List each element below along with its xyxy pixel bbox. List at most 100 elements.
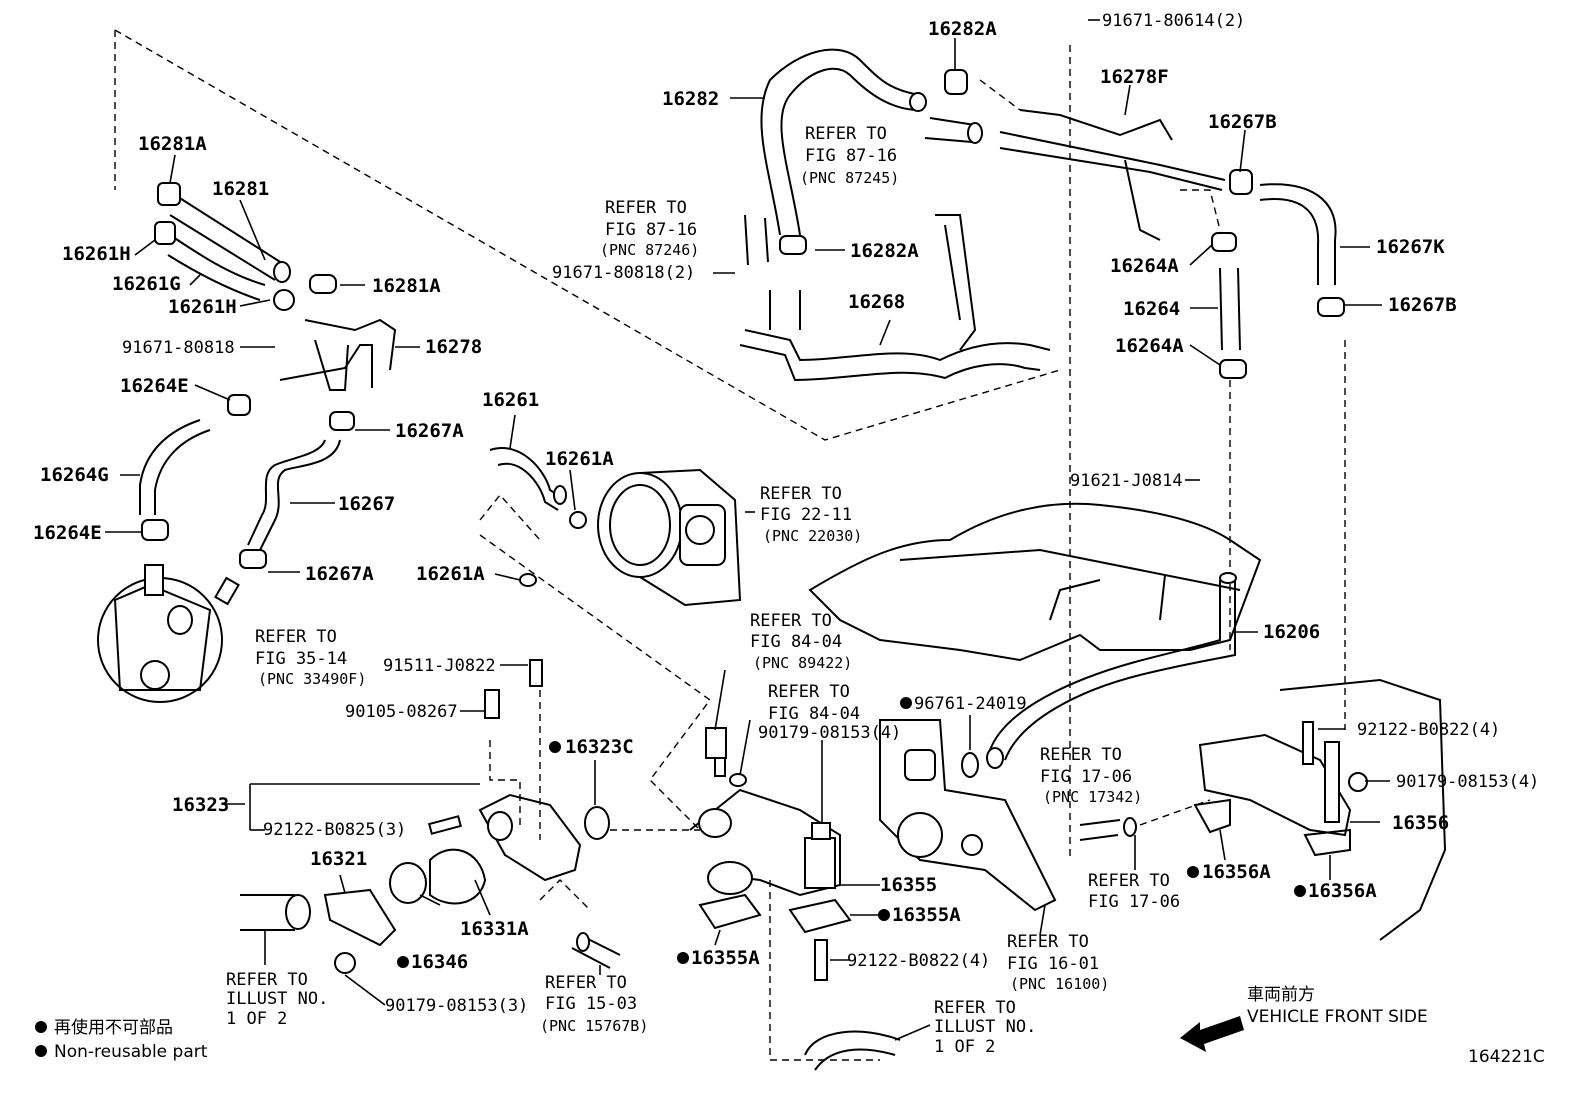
part-label: 16356A (1202, 861, 1271, 883)
svg-text:FIG 15-03: FIG 15-03 (545, 994, 637, 1014)
non-reusable-dot (35, 1045, 47, 1057)
part-label: 16264E (33, 522, 102, 544)
svg-text:(PNC 16100): (PNC 16100) (1010, 975, 1109, 993)
upper-hose-assembly (739, 48, 1345, 382)
svg-text:(PNC 33490F): (PNC 33490F) (258, 670, 366, 688)
part-label: 16261A (545, 448, 614, 470)
svg-text:FIG 84-04: FIG 84-04 (750, 632, 842, 652)
svg-text:REFER TO: REFER TO (226, 970, 308, 990)
svg-text:ILLUST NO.: ILLUST NO. (934, 1017, 1036, 1037)
part-label: 16267A (395, 420, 464, 442)
part-label: 16355 (880, 874, 937, 896)
part-label: 16278F (1100, 66, 1169, 88)
part-label: 91671-80614(2) (1102, 11, 1245, 31)
part-label: 91621-J0814 (1070, 471, 1183, 491)
part-label: 92122-B0825(3) (263, 820, 406, 840)
svg-text:1 OF 2: 1 OF 2 (226, 1009, 287, 1029)
part-label: 16281A (372, 275, 441, 297)
part-label: 16281 (212, 178, 269, 200)
refer-fig-17-06-b: REFER TO FIG 17-06 (1088, 871, 1180, 912)
svg-text:FIG 16-01: FIG 16-01 (1007, 954, 1099, 974)
non-reusable-dot (549, 741, 561, 753)
part-label: 90179-08153(3) (385, 996, 528, 1016)
part-label: 16323C (565, 736, 634, 758)
part-label: 16331A (460, 918, 529, 940)
part-label: 16355A (691, 947, 760, 969)
part-label: 16261H (168, 296, 237, 318)
refer-fig-87-16-a: REFER TO FIG 87-16 (PNC 87245) (800, 124, 899, 187)
refer-fig-84-04-b: REFER TO FIG 84-04 (768, 682, 860, 724)
refer-fig-17-06-a: REFER TO FIG 17-06 (PNC 17342) (1040, 745, 1142, 806)
part-label: 16261H (62, 243, 131, 265)
non-reusable-dot (1294, 885, 1306, 897)
part-label: 16267B (1208, 111, 1277, 133)
part-label: 90105-08267 (345, 702, 458, 722)
non-reusable-markers (35, 697, 1306, 1057)
dashed-group-outlines (114, 29, 1346, 1061)
part-label: 16356A (1308, 880, 1377, 902)
part-labels: 16282A 91671-80614(2) 16282 16278F 16267… (33, 11, 1539, 1016)
svg-text:REFER TO: REFER TO (768, 682, 850, 702)
part-label: 16267K (1376, 236, 1445, 258)
part-label: 16264E (120, 375, 189, 397)
non-reusable-dot (1187, 866, 1199, 878)
refer-fig-22-11: REFER TO FIG 22-11 (PNC 22030) (760, 484, 862, 545)
legend: 再使用不可部品 Non-reusable part (54, 1017, 208, 1062)
svg-text:REFER TO: REFER TO (750, 611, 832, 631)
leader-lines (105, 19, 1390, 1041)
part-label: 16282 (662, 88, 719, 110)
svg-text:FIG 17-06: FIG 17-06 (1088, 892, 1180, 912)
svg-text:(PNC 87245): (PNC 87245) (800, 169, 899, 187)
svg-text:ILLUST NO.: ILLUST NO. (226, 989, 328, 1009)
legend-japanese: 再使用不可部品 (54, 1017, 173, 1038)
svg-text:FIG 87-16: FIG 87-16 (805, 146, 897, 166)
svg-text:REFER TO: REFER TO (605, 198, 687, 218)
svg-text:(PNC 17342): (PNC 17342) (1043, 788, 1142, 806)
svg-text:FIG 17-06: FIG 17-06 (1040, 767, 1132, 787)
intake-manifold (808, 502, 1262, 778)
water-outlet-assembly (240, 659, 1447, 1071)
part-label: 96761-24019 (914, 694, 1027, 714)
throttle-body (489, 447, 742, 607)
part-label: 16261G (112, 273, 181, 295)
part-label: 91511-J0822 (383, 656, 496, 676)
part-label: 16267B (1388, 294, 1457, 316)
svg-text:REFER TO: REFER TO (805, 124, 887, 144)
part-label: 16321 (310, 848, 367, 870)
part-label: 91671-80818 (122, 338, 235, 358)
part-label: 16281A (138, 133, 207, 155)
part-label: 16206 (1263, 621, 1320, 643)
part-label: 16264A (1110, 255, 1179, 277)
part-label: 16268 (848, 291, 905, 313)
part-label: 16278 (425, 336, 482, 358)
non-reusable-dot (900, 697, 912, 709)
non-reusable-dot (677, 952, 689, 964)
svg-text:FIG 22-11: FIG 22-11 (760, 505, 852, 525)
part-label: 16267 (338, 493, 395, 515)
front-english: VEHICLE FRONT SIDE (1247, 1007, 1428, 1027)
front-japanese: 車両前方 (1247, 985, 1315, 1005)
part-label: 16267A (305, 563, 374, 585)
front-arrow-icon (1180, 1016, 1244, 1052)
part-label: 16264 (1123, 298, 1180, 320)
refer-illust-a: REFER TO ILLUST NO. 1 OF 2 (226, 970, 328, 1029)
part-label: 16282A (850, 240, 919, 262)
part-label: 16323 (172, 794, 229, 816)
refer-fig-87-16-b: REFER TO FIG 87-16 (PNC 87246) (600, 198, 699, 259)
svg-text:FIG 35-14: FIG 35-14 (255, 649, 347, 669)
refer-fig-35-14: REFER TO FIG 35-14 (PNC 33490F) (255, 627, 366, 688)
part-label: 92122-B0822(4) (1357, 720, 1500, 740)
legend-english: Non-reusable part (54, 1042, 208, 1062)
svg-text:REFER TO: REFER TO (545, 973, 627, 993)
svg-text:REFER TO: REFER TO (934, 998, 1016, 1018)
refer-illust-b: REFER TO ILLUST NO. 1 OF 2 (934, 998, 1036, 1057)
non-reusable-dot (397, 956, 409, 968)
refer-notes: REFER TO FIG 87-16 (PNC 87245) REFER TO … (226, 124, 1180, 1057)
part-label: 16355A (892, 904, 961, 926)
svg-text:(PNC 89422): (PNC 89422) (753, 654, 852, 672)
svg-text:REFER TO: REFER TO (255, 627, 337, 647)
refer-fig-84-04-a: REFER TO FIG 84-04 (PNC 89422) (750, 611, 852, 672)
part-label: 91671-80818(2) (552, 263, 695, 283)
svg-text:1 OF 2: 1 OF 2 (934, 1037, 995, 1057)
